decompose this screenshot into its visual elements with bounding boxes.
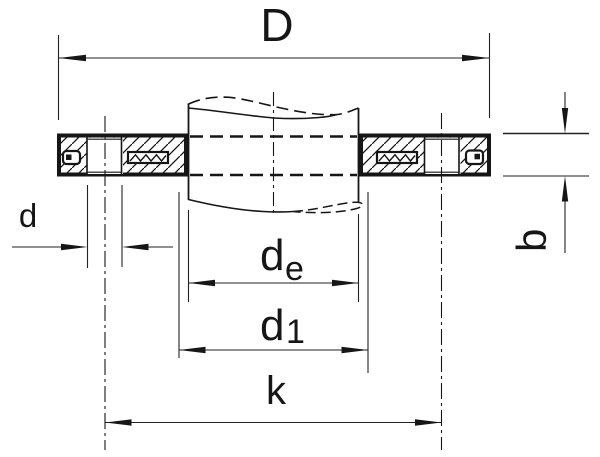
label-de-main: d [260, 231, 284, 280]
dimension-d: d [12, 185, 173, 268]
label-d: d [19, 197, 37, 234]
right-section-block [359, 133, 491, 177]
arrowhead-left [179, 346, 206, 354]
label-d1-main: d [260, 301, 284, 350]
label-b: b [508, 229, 555, 252]
arrowhead-left [188, 279, 215, 287]
right-plug-mark [474, 153, 480, 160]
shaft-break-top-lower [188, 107, 338, 120]
dimension-k: k [105, 369, 442, 426]
shaft-break-top-upper [188, 96, 359, 116]
arrowhead-right [341, 346, 368, 354]
label-de-sub: e [285, 250, 304, 288]
dimension-d1: d 1 [178, 192, 369, 373]
left-thread-zigzag [129, 153, 167, 163]
arrowhead-bottom [561, 176, 569, 202]
dimension-D: D [57, 0, 491, 120]
shaft-break-bottom-loop [292, 201, 364, 214]
shaft-barrel [187, 92, 364, 214]
arrowhead-left [61, 243, 88, 251]
arrowhead-right [122, 243, 149, 251]
arrowhead-top [561, 108, 569, 134]
dimension-de: d e [187, 210, 360, 302]
arrowhead-right [462, 54, 490, 62]
label-d1-sub: 1 [286, 313, 305, 351]
right-bolt-hole [424, 137, 461, 174]
left-section-block [57, 133, 188, 177]
label-k: k [266, 369, 287, 413]
shaft-break-bottom [188, 198, 294, 213]
dimension-b: b [503, 92, 589, 253]
arrowhead-right [415, 419, 442, 426]
arrowhead-left [105, 419, 132, 426]
arrowhead-right [332, 279, 359, 287]
arrowhead-left [58, 54, 86, 62]
left-plug-mark [66, 154, 72, 160]
label-D: D [260, 0, 293, 51]
right-thread-zigzag [378, 153, 416, 163]
